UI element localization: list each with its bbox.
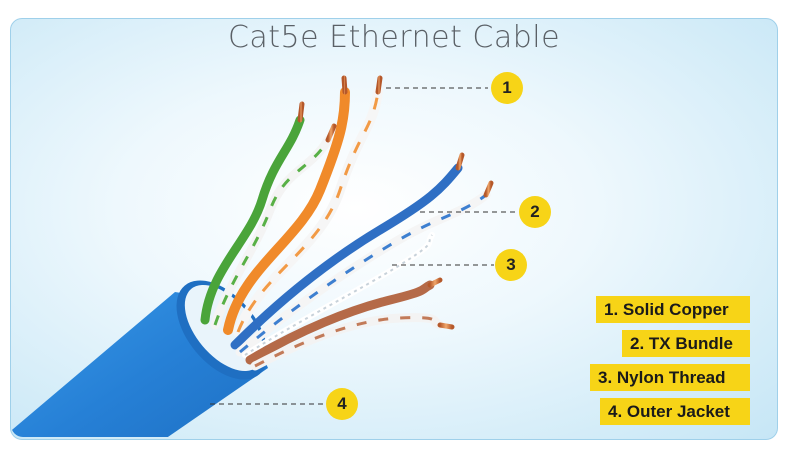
blue-pair — [230, 163, 491, 357]
callout-badge-4: 4 — [326, 388, 358, 420]
callout-badge-3: 3 — [495, 249, 527, 281]
orange-pair — [223, 87, 383, 337]
diagram-title: Cat5e Ethernet Cable — [227, 20, 561, 55]
solid-copper-tips — [297, 75, 494, 330]
brown-pair — [245, 280, 445, 371]
legend-item-nylon-thread: 3. Nylon Thread — [590, 364, 750, 391]
callout-badge-1: 1 — [491, 72, 523, 104]
legend-item-outer-jacket: 4. Outer Jacket — [600, 398, 750, 425]
legend-item-solid-copper: 1. Solid Copper — [596, 296, 750, 323]
callout-badge-2: 2 — [519, 196, 551, 228]
nylon-thread — [242, 232, 435, 358]
green-pair — [200, 115, 333, 330]
legend-item-tx-bundle: 2. TX Bundle — [622, 330, 750, 357]
